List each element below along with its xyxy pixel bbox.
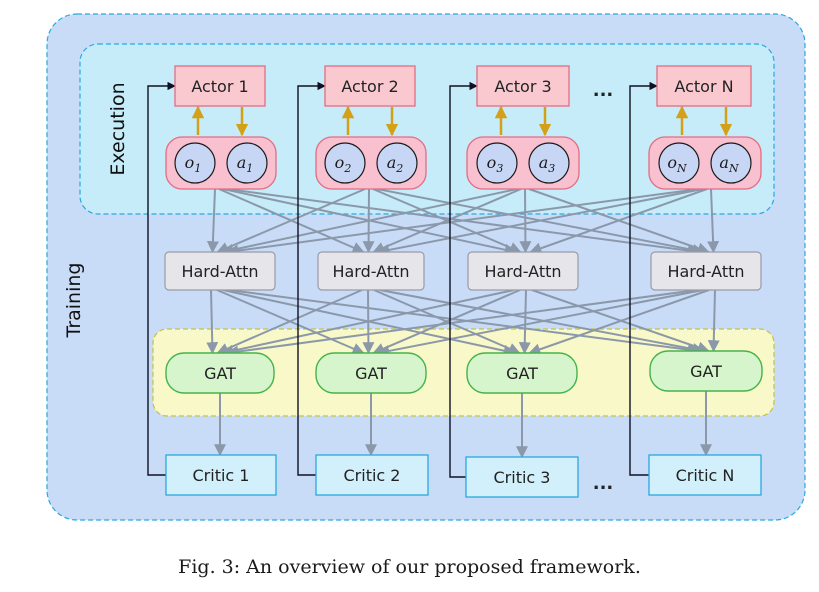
action-circle [710, 142, 752, 184]
observation-circle-label: o3 [487, 153, 504, 175]
gat-label: GAT [355, 364, 387, 383]
critic-label: Critic N [676, 466, 735, 485]
critic-box [165, 454, 277, 496]
actor-label: Actor N [674, 77, 733, 96]
action-circle [226, 142, 268, 184]
hard-attn-label: Hard-Attn [667, 262, 744, 281]
gat-box [165, 352, 275, 394]
critic-label: Critic 1 [193, 466, 250, 485]
observation-circle [324, 142, 366, 184]
obs-to-hardattn-arrow [372, 188, 522, 254]
action-circle-label: a1 [237, 153, 254, 175]
obs-to-hardattn-arrow [221, 188, 518, 256]
critic-label: Critic 2 [344, 466, 401, 485]
hard-attn-label: Hard-Attn [332, 262, 409, 281]
hard-attn-label: Hard-Attn [181, 262, 258, 281]
obs-to-hardattn-arrow [519, 188, 532, 254]
connection-arrows [206, 188, 720, 459]
actor-box [476, 65, 570, 107]
action-circle [376, 142, 418, 184]
observation-circle [476, 142, 518, 184]
hard-attn-box [467, 251, 579, 291]
hardattn-to-gat-arrow [216, 289, 363, 355]
critic-label: Critic 3 [494, 468, 551, 487]
hardattn-to-gat-arrow [221, 289, 515, 357]
hardattn-to-gat-arrow [206, 289, 219, 355]
hard-attn-box [650, 251, 762, 291]
hardattn-to-gat-arrow [707, 289, 720, 353]
obs-to-hardattn-arrow [216, 188, 366, 254]
hard-attn-label: Hard-Attn [484, 262, 561, 281]
hardattn-to-gat-arrow [226, 289, 698, 358]
obs-to-hardattn-arrow [377, 188, 704, 256]
critic-to-actor-feedback [297, 81, 326, 476]
actor-box [656, 65, 752, 107]
obs-to-hardattn-arrow [206, 188, 219, 254]
observation-circle [174, 142, 216, 184]
obs-to-hardattn-arrow [707, 188, 720, 254]
actor-label: Actor 2 [341, 77, 398, 96]
training-label: Training [63, 263, 85, 339]
actor-box [174, 65, 266, 107]
observation-circle-label: o1 [185, 153, 202, 175]
critic-to-actor-feedback [629, 81, 658, 476]
action-circle-label: aN [719, 153, 739, 175]
feedback-arrows [147, 81, 658, 478]
action-circle-label: a2 [387, 153, 404, 175]
critic-box [465, 456, 579, 498]
obs-to-hardattn-arrow [529, 188, 708, 255]
actor-box [324, 65, 416, 107]
critic-to-actor-feedback [449, 81, 478, 478]
gat-box [315, 352, 427, 394]
gat-label: GAT [204, 364, 236, 383]
gat-label: GAT [506, 364, 538, 383]
observation-circle-label: o2 [335, 153, 352, 175]
gat-box [649, 350, 763, 392]
critic-box [315, 454, 429, 496]
obs-to-hardattn-arrow [226, 188, 700, 257]
hardattn-to-gat-arrow [518, 289, 531, 355]
actor-label: Actor 3 [494, 77, 551, 96]
observation-circle-label: oN [667, 153, 687, 175]
action-circle-label: a3 [539, 153, 556, 175]
hard-attn-box [317, 251, 425, 291]
actor-label: Actor 1 [191, 77, 248, 96]
critic-to-actor-feedback [147, 81, 176, 476]
observation-circle [658, 142, 700, 184]
hardattn-to-gat-arrow [372, 289, 521, 355]
figure-caption: Fig. 3: An overview of our proposed fram… [178, 556, 641, 578]
hardattn-to-gat-arrow [377, 289, 704, 357]
execution-label: Execution [107, 82, 129, 175]
critic-box [648, 454, 762, 496]
gat-label: GAT [690, 362, 722, 381]
hardattn-to-gat-arrow [528, 289, 710, 356]
hard-attn-box [164, 251, 276, 291]
action-circle [528, 142, 570, 184]
actor-ellipsis: ... [593, 80, 614, 101]
critic-ellipsis: ... [593, 473, 614, 494]
gat-box [466, 352, 578, 394]
